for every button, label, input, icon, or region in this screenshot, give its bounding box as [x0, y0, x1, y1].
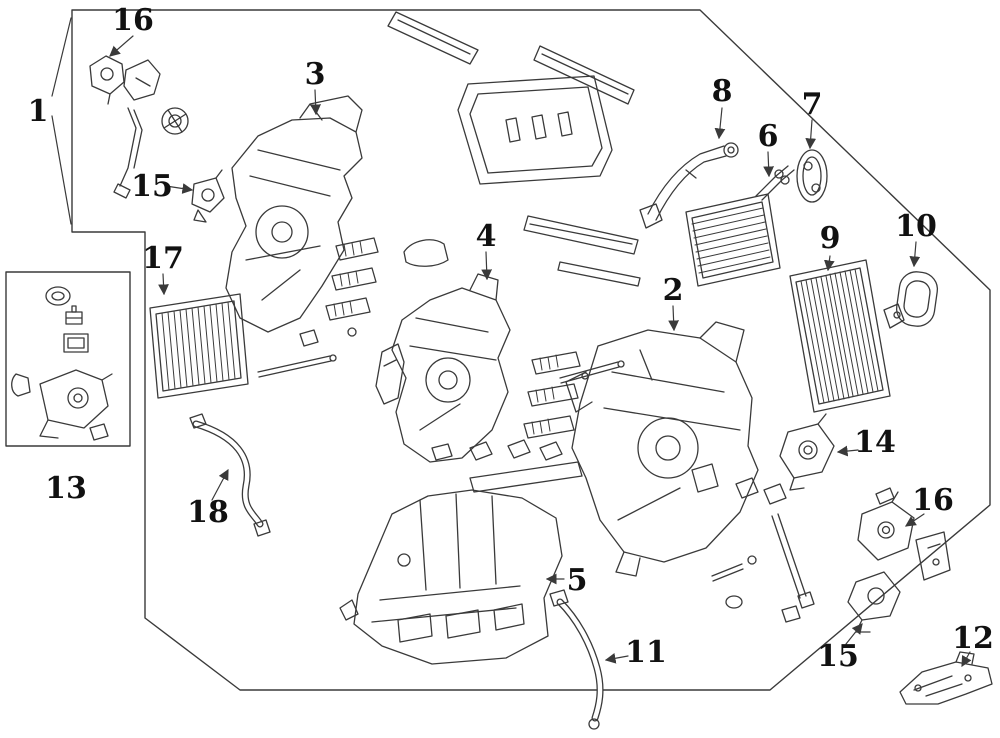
diagram-border [71, 9, 991, 691]
callout-7: 7 [802, 87, 823, 122]
callout-12: 12 [952, 621, 994, 656]
part-seal-grommet [796, 149, 828, 203]
part-case-right [565, 321, 759, 577]
callout-11: 11 [625, 635, 667, 670]
part-case-lower [339, 461, 583, 665]
part-bracket-bottom-right [899, 651, 993, 705]
part-bracket-pipe [639, 142, 739, 229]
part-seal-strips-left [257, 237, 449, 378]
callout-8: 8 [712, 74, 733, 109]
callout-17: 17 [142, 241, 184, 276]
part-actuator-top-left [89, 55, 189, 199]
part-hose-left [189, 413, 271, 537]
part-top-seals [387, 11, 641, 287]
part-case-center [375, 273, 511, 463]
part-actuator-left [191, 169, 225, 223]
callout-10: 10 [895, 209, 937, 244]
part-oring-seal [895, 271, 939, 327]
callout-16-right: 16 [912, 483, 954, 518]
inset-box-13 [5, 271, 131, 447]
part-actuator-mode [779, 413, 835, 491]
callout-6: 6 [758, 119, 779, 154]
part-small-links-right [711, 477, 815, 623]
callout-2: 2 [663, 273, 684, 308]
leader-lines [51, 17, 972, 668]
callout-labels: 1 16 3 15 17 13 18 4 2 5 11 8 6 7 9 10 1… [28, 3, 994, 674]
callout-18: 18 [187, 495, 229, 530]
part-seal-strips-center [507, 351, 625, 461]
callout-9: 9 [820, 221, 841, 256]
part-case-left [225, 95, 363, 333]
callout-15-left: 15 [131, 169, 173, 204]
callout-14: 14 [854, 425, 896, 460]
part-actuator-right [857, 487, 951, 581]
part-evaporator-core [789, 259, 905, 413]
callout-3: 3 [305, 57, 326, 92]
part-drain-hose [549, 589, 604, 730]
part-heater-core [685, 165, 795, 287]
callout-1: 1 [28, 94, 49, 129]
callout-4: 4 [476, 219, 497, 254]
part-filter [149, 293, 249, 399]
callout-13: 13 [45, 471, 87, 506]
callout-15-right: 15 [817, 639, 859, 674]
callout-5: 5 [567, 563, 588, 598]
callout-16-top: 16 [112, 3, 154, 38]
